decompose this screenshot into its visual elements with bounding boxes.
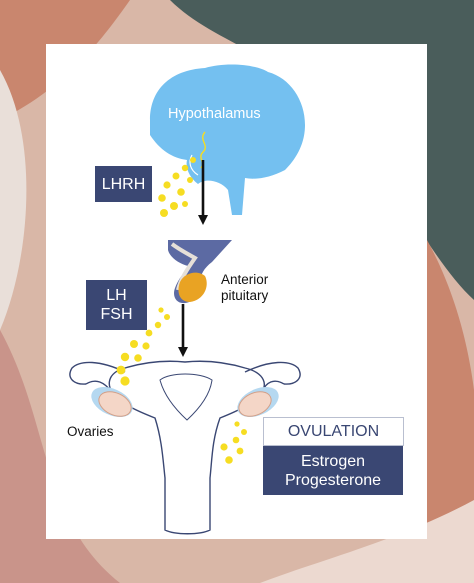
anterior-text: Anterior <box>221 272 269 287</box>
left-fallopian-tube <box>69 361 126 385</box>
right-fallopian-tube <box>244 361 301 385</box>
anterior-lobe <box>178 272 207 302</box>
progesterone-label: Progesterone <box>284 471 382 489</box>
left-light-shape <box>0 70 27 330</box>
brain-detail <box>189 154 199 176</box>
right-ovary <box>238 391 272 417</box>
hormones-box: Estrogen Progesterone <box>263 446 403 495</box>
hormone-dots-lhrh <box>158 157 196 217</box>
uterus-body <box>108 360 265 535</box>
hypothalamus-brain-shape <box>150 64 305 215</box>
left-ovary <box>98 391 132 417</box>
lhrh-label: LHRH <box>101 175 146 193</box>
right-shape <box>427 240 474 583</box>
hormone-dots-ovaries <box>220 421 247 464</box>
fsh-label: FSH <box>100 306 133 323</box>
bottom-left-shape <box>0 330 120 583</box>
lhrh-box: LHRH <box>95 166 152 202</box>
ovulation-label: OVULATION <box>287 422 380 440</box>
ovaries-label: Ovaries <box>67 424 114 439</box>
anterior-pituitary-label: Anterior pituitary <box>221 272 268 304</box>
pituitary-text: pituitary <box>221 288 269 303</box>
ovulation-box: OVULATION <box>263 417 404 446</box>
bottom-right-light-shape <box>260 500 474 583</box>
hormone-dots-lh-fsh <box>116 307 170 386</box>
hypothalamus-label: Hypothalamus <box>168 106 261 122</box>
lh-label: LH <box>106 287 127 304</box>
lh-fsh-box: LH FSH <box>86 280 147 330</box>
estrogen-label: Estrogen <box>300 452 366 470</box>
uterus-cavity <box>159 373 213 421</box>
